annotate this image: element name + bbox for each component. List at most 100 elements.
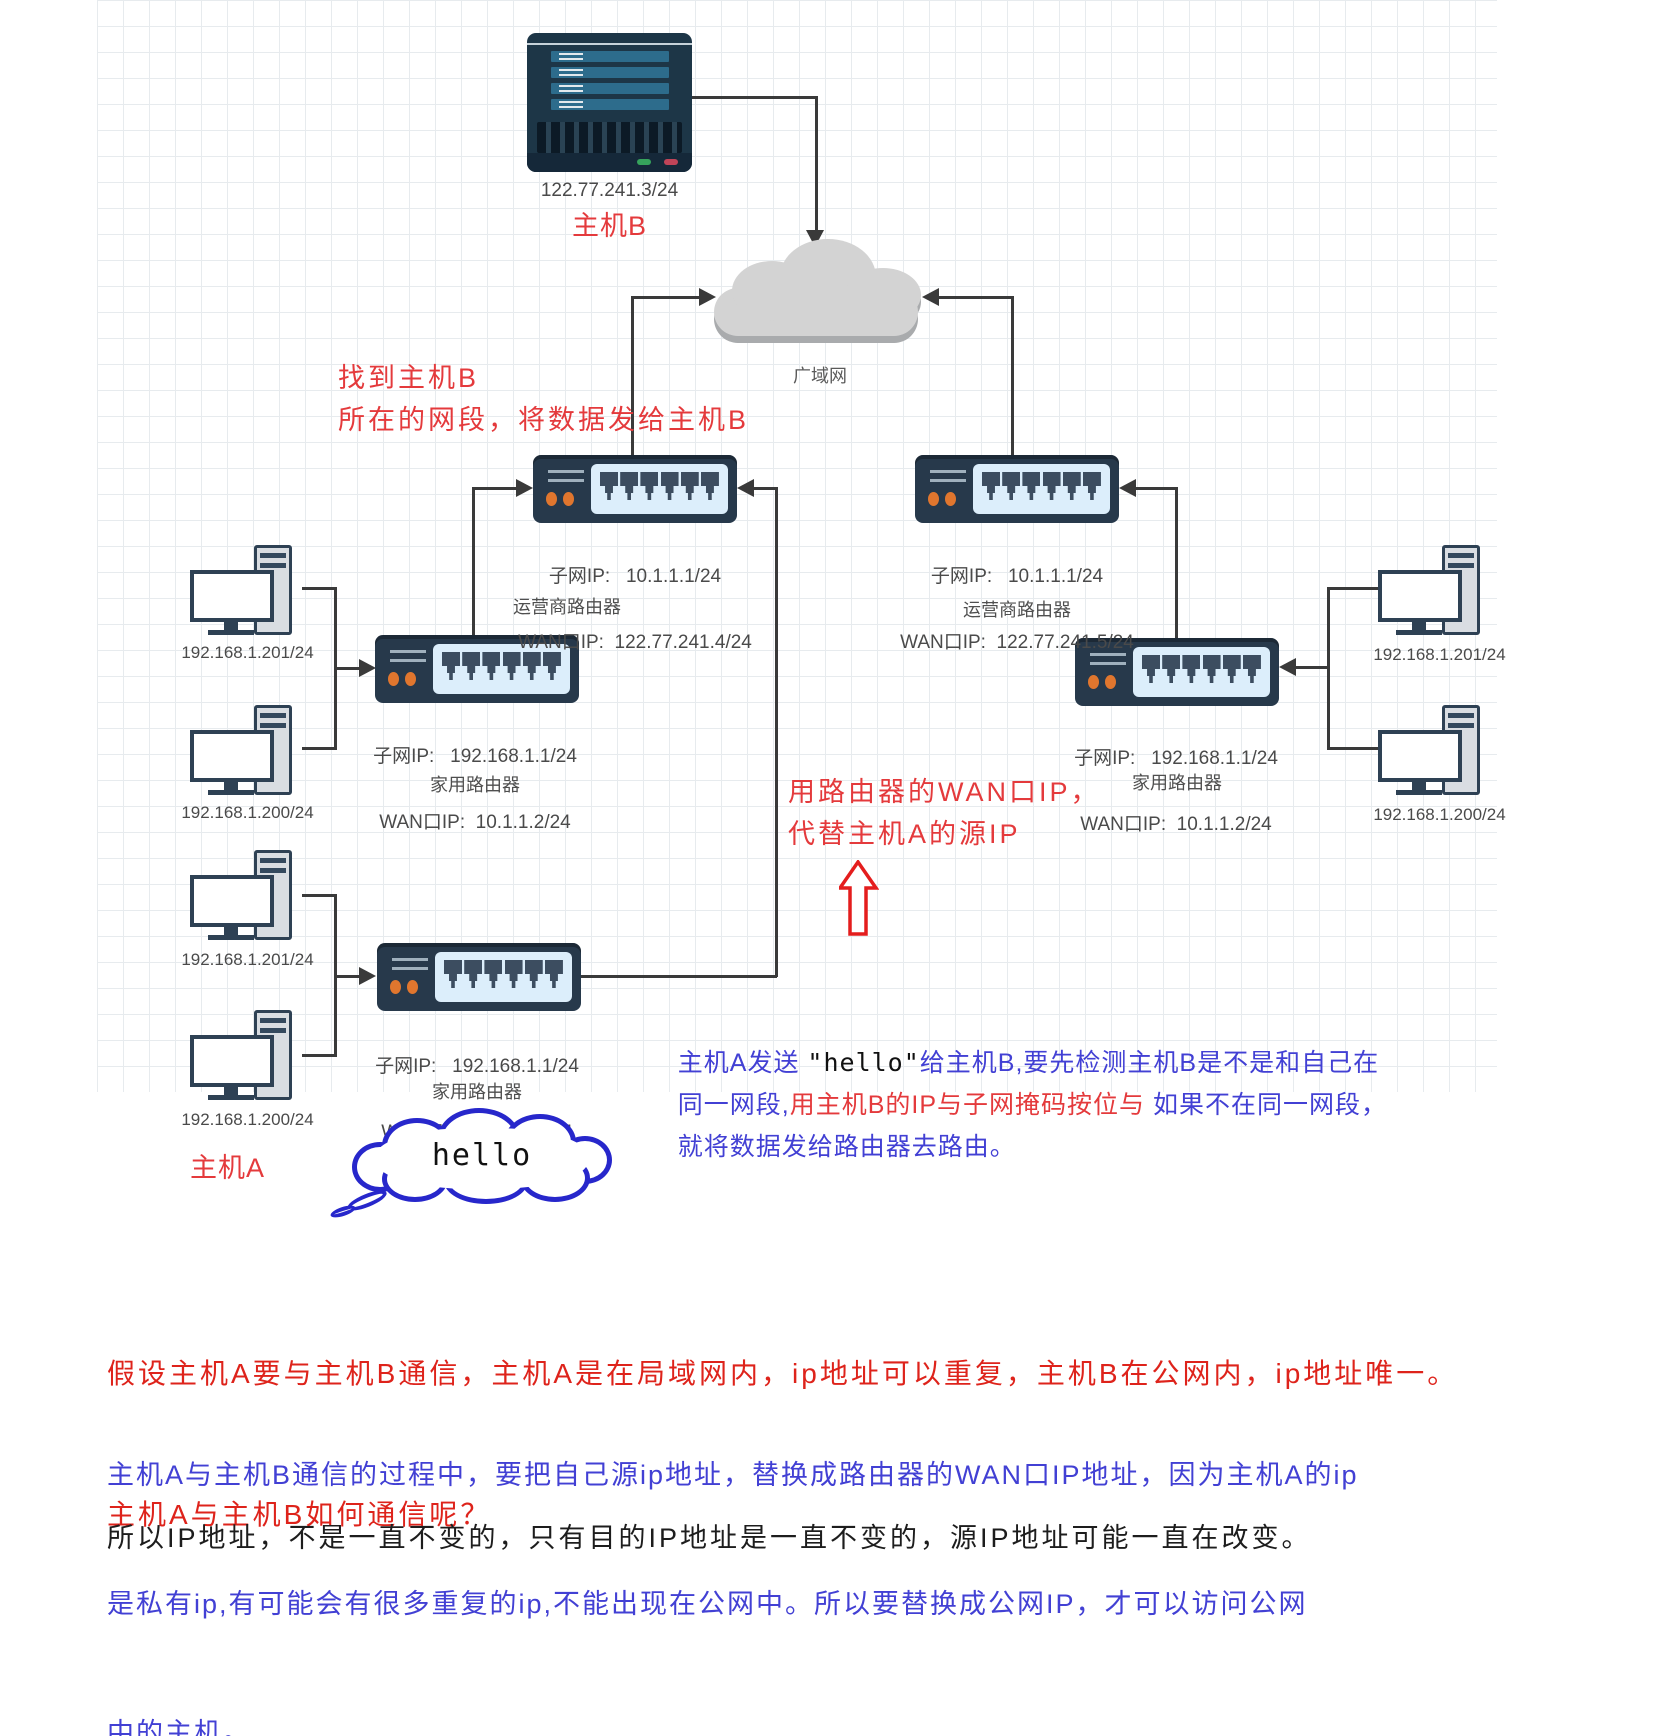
- pc-ip-label: 192.168.1.200/24: [1373, 805, 1506, 824]
- red-led-icon: [664, 159, 678, 165]
- ethernet-port-icon: [1002, 472, 1021, 500]
- arrowhead-left-icon: [1279, 658, 1296, 676]
- paragraph-black: 所以IP地址，不是一直不变的，只有目的IP地址是一直不变的，源IP地址可能一直在…: [107, 1523, 1312, 1553]
- connector-line: [752, 487, 778, 490]
- pc-ip-label: 192.168.1.201/24: [1373, 645, 1506, 664]
- ethernet-port-icon: [1202, 655, 1221, 683]
- ethernet-port-icon: [1042, 472, 1061, 500]
- wan-ip-label: WAN口IP: 122.77.241.5/24: [900, 632, 1134, 653]
- isp-router-right-ips: 子网IP: 10.1.1.1/24 WAN口IP: 122.77.241.5/2…: [877, 522, 1157, 698]
- connector-line: [1175, 489, 1178, 638]
- isp-router-left-icon: [533, 455, 737, 523]
- pc-ip-label: 192.168.1.201/24: [181, 950, 314, 969]
- pc-monitor: [190, 875, 274, 927]
- wan-ip-label: WAN口IP: 10.1.1.2/24: [1080, 814, 1272, 835]
- hello-text: hello: [431, 1138, 533, 1173]
- note-wan-replace-line1: 用路由器的WAN口IP，: [788, 777, 1101, 807]
- home-router-right-icon: [1075, 638, 1279, 706]
- arrowhead-right-icon: [359, 659, 376, 677]
- router-leds: [388, 672, 422, 691]
- server-base: [527, 153, 692, 172]
- router-port-panel: [435, 952, 572, 1002]
- arrowhead-right-icon: [699, 288, 716, 306]
- router-lines: [548, 470, 584, 488]
- text-segment: 主机A发送: [677, 1049, 808, 1077]
- home-router-mid-name: 家用路由器: [430, 775, 520, 795]
- ethernet-port-icon: [1242, 655, 1261, 683]
- pc-monitor: [1378, 570, 1462, 622]
- wan-cloud-label: 广域网: [793, 366, 847, 386]
- subnet-ip-label: 子网IP: 192.168.1.1/24: [375, 1056, 579, 1077]
- server-host-b-icon: [527, 33, 692, 172]
- connector-line: [938, 296, 1014, 299]
- connector-line: [1327, 587, 1330, 750]
- ethernet-port-icon: [700, 472, 719, 500]
- ethernet-port-icon: [462, 652, 481, 680]
- ethernet-port-icon: [1022, 472, 1041, 500]
- note-detect-line3: 就将数据发给路由器去路由。: [646, 1098, 1016, 1192]
- pc-icon: [1378, 705, 1490, 797]
- arrowhead-left-icon: [737, 479, 754, 497]
- wan-ip-label: WAN口IP: 10.1.1.2/24: [379, 812, 571, 833]
- subnet-ip-label: 子网IP: 10.1.1.1/24: [930, 566, 1104, 587]
- host-a-label: 主机A: [190, 1153, 266, 1183]
- ethernet-port-icon: [600, 472, 618, 500]
- ethernet-port-icon: [660, 472, 679, 500]
- connector-line: [1011, 299, 1014, 455]
- connector-line: [302, 1054, 336, 1057]
- ethernet-port-icon: [1222, 655, 1241, 683]
- router-leds: [1088, 675, 1122, 694]
- pc-monitor: [190, 730, 274, 782]
- bubble-tail: [329, 1203, 357, 1220]
- router-port-panel: [973, 464, 1110, 514]
- connector-line: [302, 587, 336, 590]
- connector-line: [1135, 487, 1178, 490]
- ethernet-port-icon: [1182, 655, 1201, 683]
- hello-text-segment: "hello": [807, 1048, 920, 1077]
- subnet-ip-label: 子网IP: 10.1.1.1/24: [548, 566, 722, 587]
- note-find-host-b-line2: 所在的网段，将数据发给主机B: [338, 405, 750, 435]
- router-leds: [546, 492, 580, 511]
- home-router-mid-ips: 子网IP: 192.168.1.1/24 WAN口IP: 10.1.1.2/24: [335, 702, 615, 878]
- ethernet-port-icon: [544, 960, 563, 988]
- server-bay: [551, 67, 669, 78]
- grid-background: [97, 0, 1497, 1092]
- connector-line: [1330, 747, 1378, 750]
- wan-ip-label: WAN口IP: 122.77.241.4/24: [518, 632, 752, 653]
- text-segment: 就将数据发给路由器去路由。: [677, 1133, 1016, 1161]
- paragraph-blue: 主机A与主机B通信的过程中，要把自己源ip地址，替换成路由器的WAN口IP地址，…: [107, 1460, 1359, 1736]
- isp-router-right-name: 运营商路由器: [963, 600, 1071, 620]
- ethernet-port-icon: [464, 960, 483, 988]
- connector-line: [472, 489, 475, 635]
- connector-line: [692, 96, 818, 99]
- pc-ip-label: 192.168.1.200/24: [181, 1110, 314, 1129]
- arrowhead-right-icon: [516, 479, 533, 497]
- pc-icon: [190, 545, 302, 637]
- arrowhead-left-icon: [922, 288, 939, 306]
- text-segment: 如果不在同一网段，: [1145, 1091, 1387, 1119]
- pc-ip-label: 192.168.1.200/24: [181, 803, 314, 822]
- home-router-bottom-icon: [377, 943, 581, 1011]
- home-router-bottom-name: 家用路由器: [432, 1082, 522, 1102]
- home-router-mid-icon: [375, 635, 579, 703]
- isp-router-left-ips: 子网IP: 10.1.1.1/24 WAN口IP: 122.77.241.4/2…: [495, 522, 775, 698]
- home-router-right-name: 家用路由器: [1132, 773, 1222, 793]
- connector-line: [302, 747, 336, 750]
- pc-icon: [190, 850, 302, 942]
- connector-line: [334, 587, 337, 750]
- router-port-panel: [1133, 647, 1270, 697]
- connector-line: [334, 894, 337, 1057]
- connector-line: [337, 975, 362, 978]
- pc-monitor: [1378, 730, 1462, 782]
- connector-line: [1330, 587, 1378, 590]
- host-b-label: 主机B: [571, 211, 647, 241]
- pc-icon: [1378, 545, 1490, 637]
- text-segment: 同一网段,: [677, 1091, 790, 1119]
- ethernet-port-icon: [524, 960, 543, 988]
- pc-monitor: [190, 570, 274, 622]
- ethernet-port-icon: [484, 960, 503, 988]
- red-up-arrow-icon: [839, 860, 879, 936]
- router-lines: [390, 650, 426, 668]
- router-port-panel: [433, 644, 570, 694]
